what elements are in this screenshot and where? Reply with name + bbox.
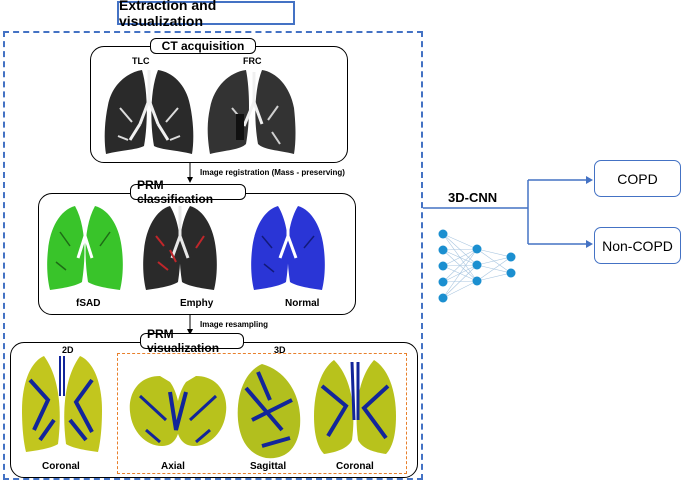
resampling-step-label: Image resampling (200, 320, 269, 329)
diagram-title: Extraction and visualization (117, 0, 295, 29)
view-label-coronal-3d: Coronal (336, 461, 374, 472)
normal-label: Normal (285, 298, 320, 309)
coronal-2d-image (22, 356, 102, 452)
emphy-label: Emphy (180, 298, 214, 309)
coronal-3d-image (314, 360, 396, 454)
label-3d: 3D (274, 345, 286, 355)
registration-step-label: Image registration (Mass - preserving) (200, 168, 345, 177)
sagittal-3d-image (237, 364, 301, 459)
view-label-coronal-2d: Coronal (42, 461, 80, 472)
fsad-label: fSAD (76, 298, 101, 309)
fsad-lung-image (47, 206, 123, 290)
view-label-axial: Axial (161, 461, 185, 472)
axial-3d-image (129, 376, 227, 446)
normal-lung-image (251, 206, 325, 290)
model-label: 3D-CNN (448, 190, 498, 205)
extraction-frame (3, 31, 423, 480)
label-2d: 2D (62, 345, 74, 355)
frc-lung-image (207, 70, 296, 154)
frc-label: FRC (243, 56, 262, 66)
emphy-lung-image (143, 206, 217, 290)
tlc-label: TLC (132, 56, 150, 66)
tlc-lung-image (104, 70, 194, 154)
output-copd: COPD (594, 160, 681, 197)
3d-frame (117, 353, 407, 474)
ct-panel-label: CT acquisition (150, 38, 256, 54)
output-non-copd: Non-COPD (594, 227, 681, 264)
view-label-sagittal: Sagittal (250, 461, 287, 472)
